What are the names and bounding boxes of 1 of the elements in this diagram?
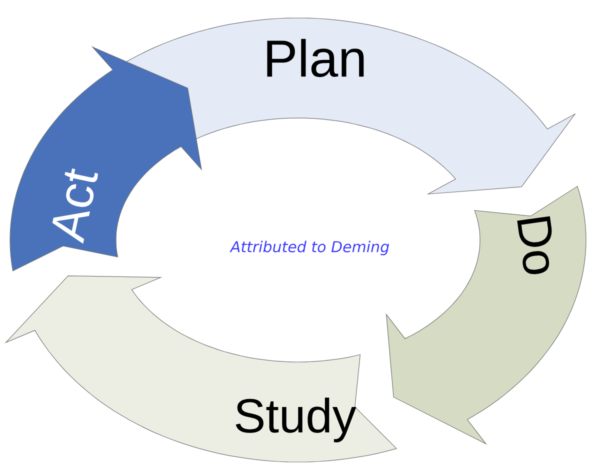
cycle-segment: Act bbox=[10, 46, 202, 272]
